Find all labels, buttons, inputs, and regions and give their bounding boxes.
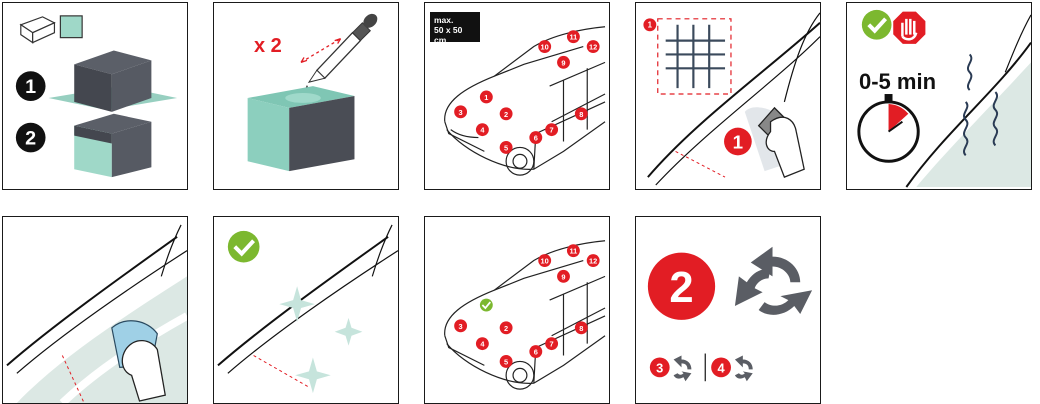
grid-badge-label: 1 xyxy=(648,21,653,30)
step-panel-3: 1 2 3 4 5 6 7 8 9 10 11 12 max. 50 x 50 … xyxy=(424,2,610,190)
zone-label: 5 xyxy=(504,357,508,366)
stopwatch-icon xyxy=(859,94,918,161)
grid-arrows-icon xyxy=(666,25,725,88)
step-panel-6 xyxy=(2,216,188,404)
zone-label: 9 xyxy=(561,272,565,281)
step-panel-8: 2 3 4 5 6 7 8 9 10 11 12 xyxy=(424,216,610,404)
zone-label: 8 xyxy=(579,324,583,333)
step-panel-1: 1 2 xyxy=(2,2,188,190)
sponge-icon xyxy=(21,17,55,43)
dropper-icon xyxy=(309,11,380,82)
zone-label: 11 xyxy=(569,33,577,42)
badge-2-label: 2 xyxy=(25,127,36,149)
dwell-time: 0-5 min xyxy=(859,69,936,95)
car-icon xyxy=(445,27,605,175)
dwell-time-illustration xyxy=(847,3,1031,189)
block-scan-illustration: 1 2 xyxy=(3,3,187,189)
zone-label: 7 xyxy=(550,340,554,349)
zone-label: 2 xyxy=(504,324,508,333)
repeat-cycle-illustration: 2 3 4 xyxy=(636,217,820,403)
step-panel-7 xyxy=(213,216,399,404)
check-icon xyxy=(480,299,493,312)
zone-label: 12 xyxy=(589,257,597,266)
zone-label: 12 xyxy=(589,43,597,52)
zone-label: 5 xyxy=(504,143,508,152)
cycle-arrows-icon xyxy=(735,247,812,315)
badge-1-label: 1 xyxy=(25,76,36,98)
zone-label: 9 xyxy=(561,58,565,67)
zone-label: 10 xyxy=(541,257,549,266)
zone-label: 3 xyxy=(459,322,463,331)
check-icon xyxy=(862,10,892,40)
step-panel-9: 2 3 4 xyxy=(635,216,821,404)
repeat-badge-label: 2 xyxy=(669,264,693,312)
car-icon xyxy=(445,241,605,389)
check-icon xyxy=(228,231,260,263)
next-badge-3-label: 3 xyxy=(656,360,663,375)
max-area-label: max. 50 x 50 cm xyxy=(430,12,480,42)
zone-label: 11 xyxy=(569,247,577,256)
zone-label: 2 xyxy=(504,110,508,119)
step-badge-label: 1 xyxy=(733,131,743,152)
zone-label: 6 xyxy=(534,348,538,357)
max-area-line1: max. xyxy=(434,15,476,25)
zone-label: 3 xyxy=(459,108,463,117)
max-area-line2: 50 x 50 cm xyxy=(434,25,476,45)
car-zone-map-done: 2 3 4 5 6 7 8 9 10 11 12 xyxy=(425,217,609,403)
cycle-arrows-icon xyxy=(674,356,692,382)
clean-surface-illustration xyxy=(214,217,398,403)
next-badge-4-label: 4 xyxy=(717,360,725,375)
zone-label: 1 xyxy=(484,93,488,102)
teal-swatch-icon xyxy=(60,16,82,38)
step-panel-4: 1 1 xyxy=(635,2,821,190)
wipe-pattern-illustration: 1 1 xyxy=(636,3,820,189)
step-panel-5: 0-5 min xyxy=(846,2,1032,190)
zone-label: 10 xyxy=(541,43,549,52)
step-panel-2: x 2 xyxy=(213,2,399,190)
dropper-illustration xyxy=(214,3,398,189)
zone-label: 7 xyxy=(550,126,554,135)
repeat-count: x 2 xyxy=(254,35,282,58)
zone-label: 8 xyxy=(579,110,583,119)
cloth-wipe-illustration xyxy=(3,217,187,403)
cycle-arrows-icon xyxy=(735,356,753,382)
zone-label: 6 xyxy=(534,134,538,143)
